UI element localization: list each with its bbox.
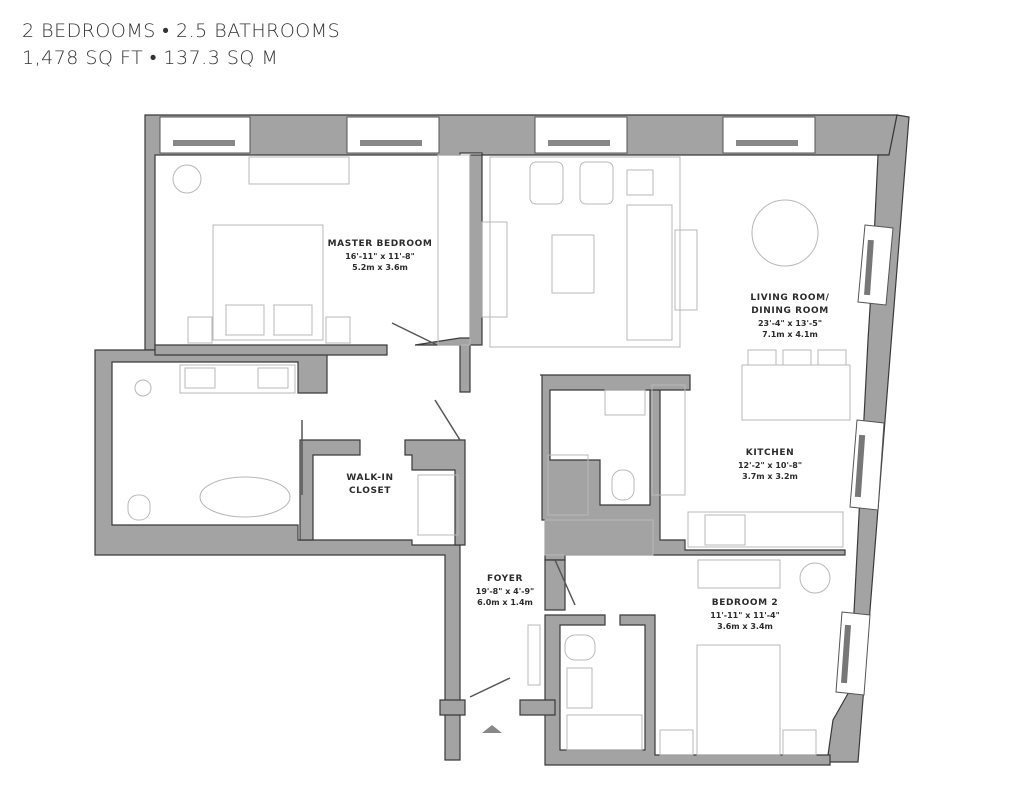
bathtub [199, 476, 291, 518]
master-chair-icon [172, 164, 202, 194]
stove [704, 514, 746, 546]
kitchen-island [741, 364, 851, 421]
unit-summary: 2 BEDROOMS • 2.5 BATHROOMS 1,478 SQ FT •… [22, 18, 340, 72]
room-master-bedroom: MASTER BEDROOM 16'-11" x 11'-8" 5.2m x 3… [327, 239, 433, 272]
room-bedroom-2: BEDROOM 2 11'-11" x 11'-4" 3.6m x 3.4m [710, 598, 780, 631]
room-walk-in-closet: WALK-IN CLOSET [346, 473, 394, 496]
master-dresser [248, 156, 350, 185]
room-foyer: FOYER 19'-8" x 4'-9" 6.0m x 1.4m [475, 574, 535, 607]
sofa [626, 204, 673, 341]
coffee-table [551, 234, 595, 294]
radiators-right [840, 239, 874, 684]
windows-top [159, 116, 816, 154]
room-living-dining: LIVING ROOM/ DINING ROOM 23'-4" x 13'-5"… [750, 293, 830, 339]
room-kitchen: KITCHEN 12'-2" x 10'-8" 3.7m x 3.2m [737, 448, 802, 481]
master-bed [212, 224, 324, 341]
area-summary: 1,478 SQ FT • 137.3 SQ M [22, 47, 279, 69]
bed-bath-count: 2 BEDROOMS • 2.5 BATHROOMS [22, 20, 341, 42]
walls [94, 114, 910, 766]
dining-table [751, 199, 819, 267]
furniture [127, 154, 851, 756]
living-rug [489, 156, 681, 348]
master-wardrobe [437, 154, 471, 346]
doors [301, 322, 576, 698]
entry-arrow-icon [482, 725, 502, 733]
bedroom2-bed [696, 644, 781, 756]
radiators-top [173, 140, 798, 146]
